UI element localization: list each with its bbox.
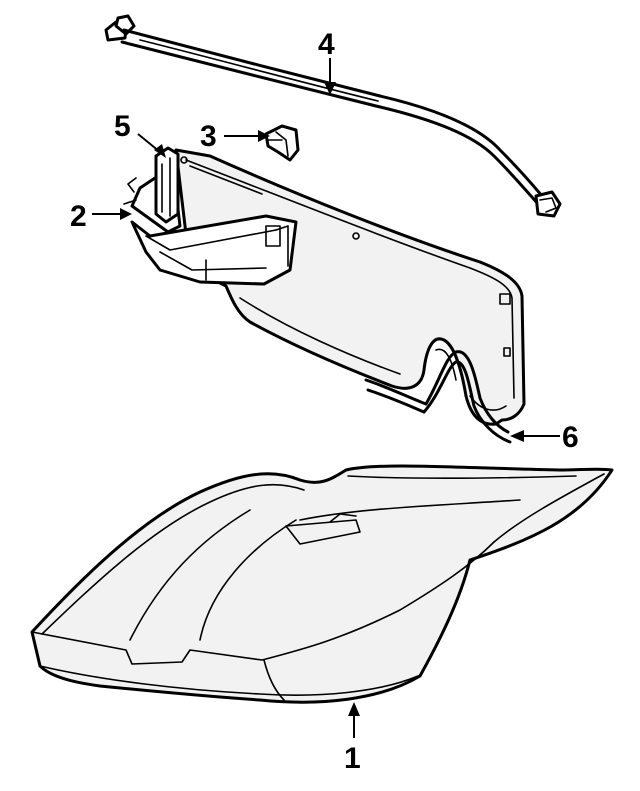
callout-6: 6: [562, 421, 579, 454]
leader-lines: [92, 58, 560, 738]
callout-2: 2: [70, 200, 87, 233]
callout-1: 1: [344, 742, 361, 775]
part-6-inner-panel: [174, 148, 526, 426]
callout-3: 3: [200, 120, 217, 153]
lower-seal-rail: [364, 350, 512, 444]
callout-4: 4: [318, 28, 335, 61]
part-1-trunk-lid: [30, 464, 614, 704]
callout-5: 5: [114, 110, 131, 143]
part-4-weatherstrip: [104, 14, 562, 218]
part-5-bracket: [154, 146, 180, 224]
callout-labels: 4 5 3 2 6 1: [70, 28, 579, 775]
part-3-clip: [264, 124, 300, 162]
